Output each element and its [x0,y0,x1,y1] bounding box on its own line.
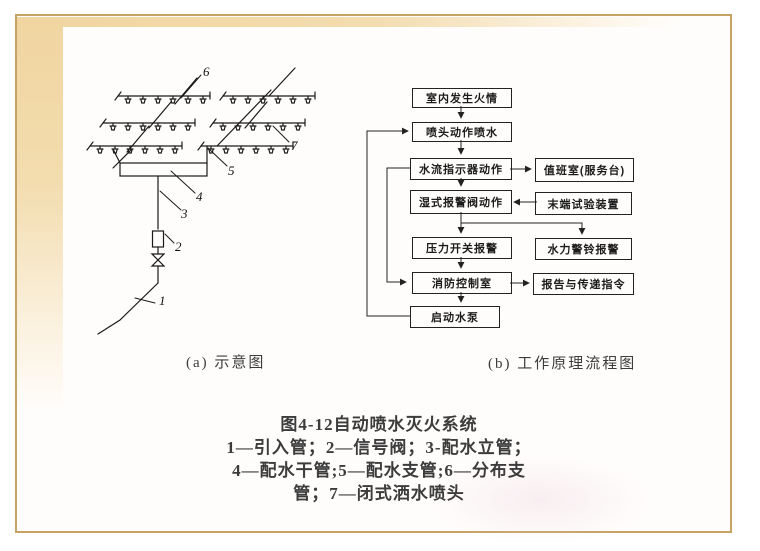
part-label-4: 4 [196,189,203,204]
distribution-pipes [112,67,296,169]
flowchart-node-hydraulic-bell: 水力警铃报警 [535,238,632,260]
figure-title: 图4-12自动喷水灭火系统 [280,415,478,434]
caption-a: (a) 示意图 [186,355,266,371]
part-label-7: 7 [291,138,298,153]
part-label-6: 6 [203,64,210,79]
inlet-pipe [97,282,159,335]
part-label-5: 5 [228,163,235,178]
figure-legend: 图4-12自动喷水灭火系统 1—引入管；2—信号阀；3-配水立管； 4—配水干管… [0,413,758,505]
leader-lines [134,74,290,304]
part-label-3: 3 [180,206,188,221]
riser-and-valves [97,175,166,335]
flowchart: 室内发生火情 喷头动作喷水 水流指示器动作 湿式报警阀动作 压力开关报警 消防控… [360,80,652,342]
flowchart-connectors [366,106,586,317]
legend-line-3: 管；7—闭式洒水喷头 [293,484,465,503]
flowchart-node-flow-indicator: 水流指示器动作 [410,158,512,180]
flowchart-node-report: 报告与传递指令 [533,273,634,295]
distribution-main [119,162,208,177]
left-accent-band [17,17,63,427]
flowchart-node-control-room: 消防控制室 [412,272,512,294]
part-label-2: 2 [175,239,182,254]
sprinkler-schematic: 6 7 5 4 3 2 1 [75,64,330,335]
part-label-1: 1 [159,293,166,308]
flowchart-node-pressure-switch: 压力开关报警 [412,237,512,259]
flowchart-node-wet-valve: 湿式报警阀动作 [410,190,512,214]
flowchart-node-start-pump: 启动水泵 [410,306,500,328]
top-accent-band [17,17,728,27]
gate-valve-icon [150,253,166,267]
signal-valve-icon [151,230,165,248]
legend-line-2: 4—配水干管;5—配水支管;6—分布支 [232,461,526,480]
flowchart-node-end-test: 末端试验装置 [535,192,632,215]
flowchart-node-sprinkler: 喷头动作喷水 [412,122,512,142]
flowchart-node-fire: 室内发生火情 [412,88,512,108]
legend-line-1: 1—引入管；2—信号阀；3-配水立管； [226,438,532,457]
flowchart-node-duty-room: 值班室(服务台) [535,158,634,182]
caption-b: (b) 工作原理流程图 [488,356,637,372]
